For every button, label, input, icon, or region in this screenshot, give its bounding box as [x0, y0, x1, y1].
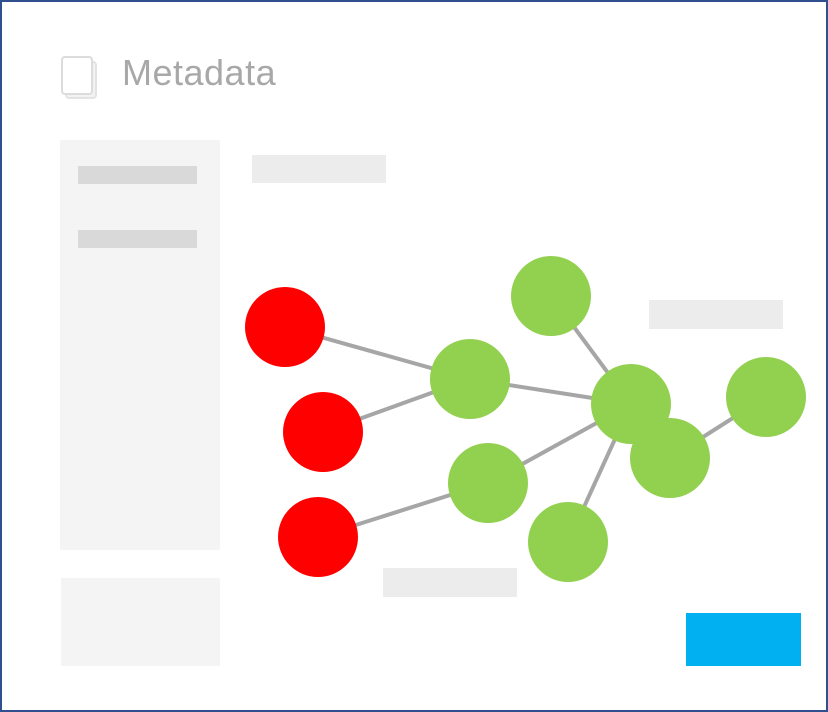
source-node-r1[interactable] — [245, 287, 325, 367]
label-placeholder — [649, 300, 783, 329]
target-node-g2[interactable] — [448, 443, 528, 523]
document-icon — [61, 56, 97, 99]
action-button[interactable] — [686, 613, 801, 666]
footer-panel — [61, 578, 220, 666]
target-node-g1[interactable] — [430, 339, 510, 419]
source-node-r3[interactable] — [278, 497, 358, 577]
sidebar-panel — [60, 140, 220, 550]
label-placeholder — [383, 568, 517, 597]
sidebar-item-placeholder[interactable] — [78, 230, 197, 248]
target-node-g5[interactable] — [528, 502, 608, 582]
target-node-g3[interactable] — [511, 256, 591, 336]
page-title: Metadata — [122, 52, 277, 93]
target-node-g7[interactable] — [726, 357, 806, 437]
graph-nodes — [245, 256, 806, 582]
source-node-r2[interactable] — [283, 392, 363, 472]
target-node-g6[interactable] — [630, 418, 710, 498]
sidebar-item-placeholder[interactable] — [78, 166, 197, 184]
label-placeholder — [252, 155, 386, 183]
